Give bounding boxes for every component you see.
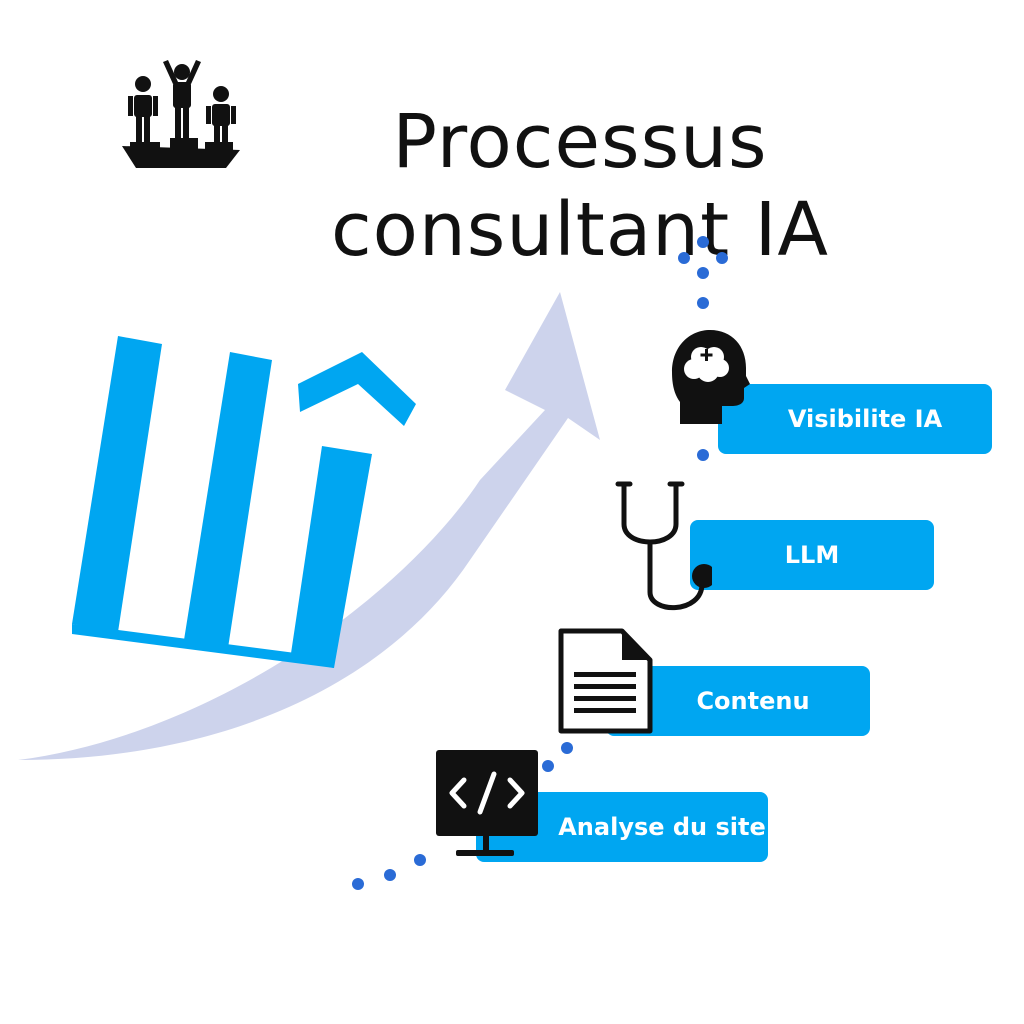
step-label: Contenu bbox=[696, 687, 810, 715]
bar-chart-icon bbox=[72, 336, 416, 668]
step-visibilite-ia: Visibilite IA bbox=[718, 384, 992, 454]
dotted-path bbox=[352, 236, 728, 890]
step-label: LLM bbox=[784, 541, 840, 569]
page-title: Processus consultant IA bbox=[300, 98, 860, 274]
document-icon bbox=[558, 628, 653, 734]
title-line-1: Processus bbox=[392, 98, 768, 185]
podium-icon bbox=[122, 60, 240, 168]
step-label: Analyse du site bbox=[558, 813, 766, 841]
code-monitor-icon bbox=[436, 750, 538, 856]
step-llm: LLM bbox=[690, 520, 934, 590]
head-brain-icon bbox=[672, 330, 750, 424]
step-label: Visibilite IA bbox=[787, 405, 943, 433]
growth-arrow bbox=[18, 292, 600, 760]
stethoscope-icon bbox=[615, 481, 712, 611]
title-line-2: consultant IA bbox=[330, 186, 830, 273]
